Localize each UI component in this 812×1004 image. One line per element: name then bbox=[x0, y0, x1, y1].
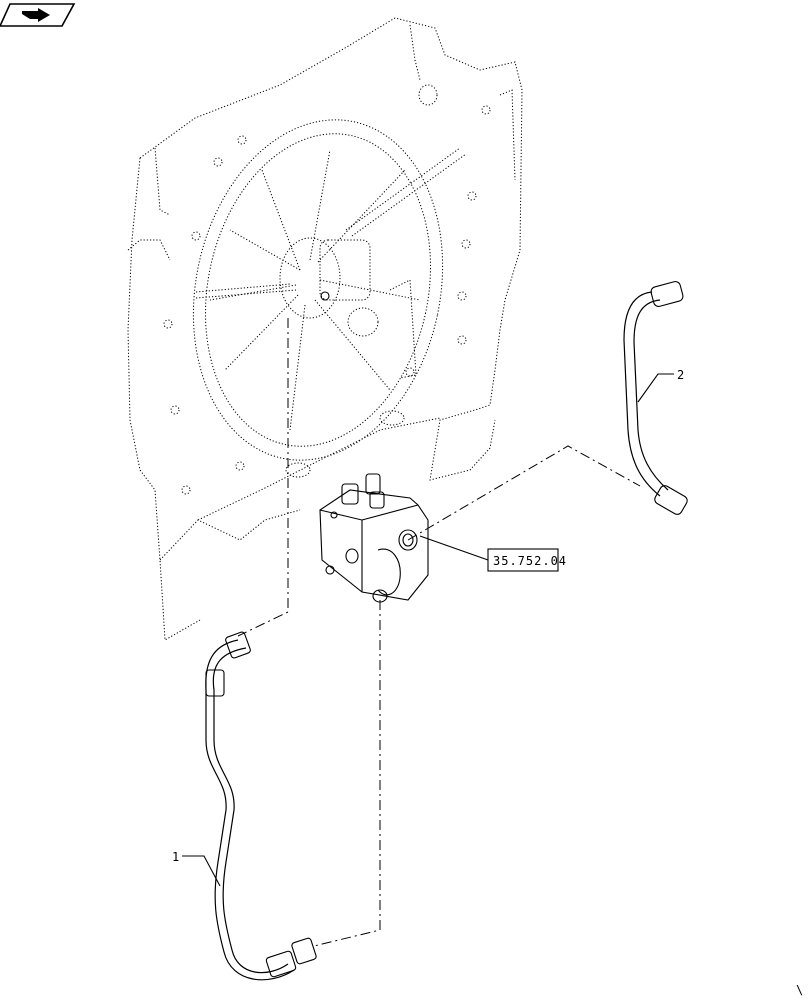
radiator-frame bbox=[127, 17, 523, 641]
footnote-mark: \ bbox=[796, 983, 803, 997]
valve-block bbox=[319, 473, 429, 603]
callout-2[interactable]: 2 bbox=[637, 368, 684, 403]
connection-lines bbox=[237, 318, 641, 947]
hose-part-2 bbox=[623, 281, 688, 515]
reference-callout[interactable]: 35.752.04 bbox=[419, 535, 567, 572]
page-forward-arrow-icon[interactable] bbox=[0, 3, 76, 27]
reference-label: 35.752.04 bbox=[493, 554, 567, 568]
callout-1[interactable]: 1 bbox=[172, 850, 221, 887]
hose-part-1 bbox=[205, 631, 317, 981]
callout-1-label: 1 bbox=[172, 850, 179, 864]
callout-2-label: 2 bbox=[677, 368, 684, 382]
fan-assembly bbox=[192, 119, 467, 461]
